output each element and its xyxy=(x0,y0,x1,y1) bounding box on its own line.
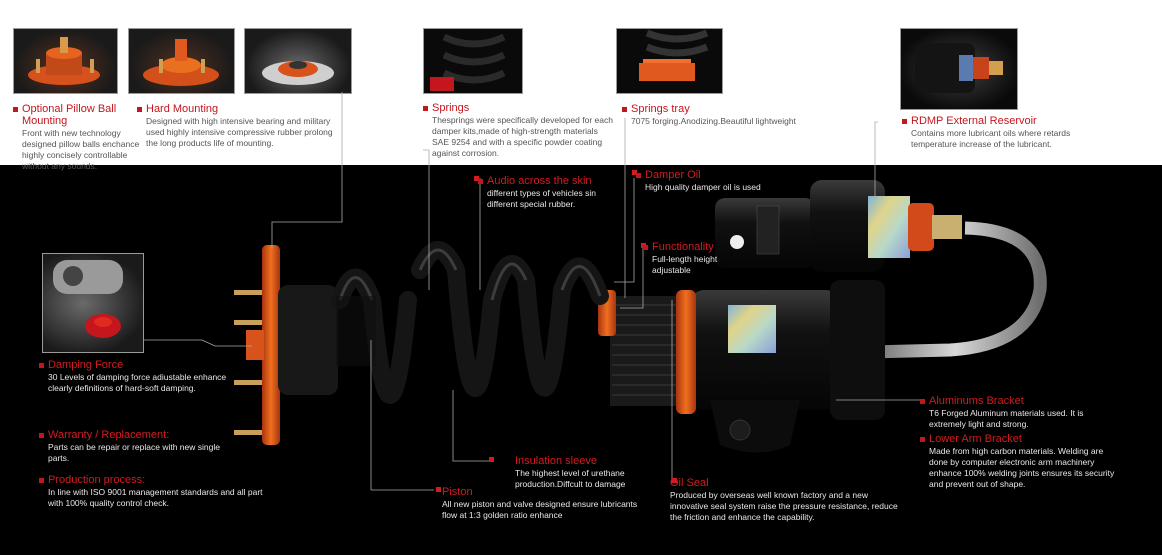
ann-desc: Front with new technology designed pillo… xyxy=(22,128,140,171)
ann-title: Warranty / Replacement: xyxy=(48,429,170,441)
lower-arm-bracket xyxy=(710,400,800,453)
ann-title: Insulation sleeve xyxy=(515,455,597,467)
ann-desc: Thesprings were specifically developed f… xyxy=(432,115,613,158)
body-hologram xyxy=(728,305,776,353)
ann-desc: Made from high carbon materials. Welding… xyxy=(929,446,1115,489)
coil-spring xyxy=(331,241,609,404)
lower-bracket-body xyxy=(830,280,885,420)
ann-piston: Piston All new piston and valve designed… xyxy=(442,486,642,521)
ann-desc: The highest level of urethane production… xyxy=(515,468,626,489)
ann-title: Oil Seal xyxy=(670,477,709,489)
ann-aluminum-bracket: Aluminums Bracket T6 Forged Aluminum mat… xyxy=(920,395,1120,430)
r-logo xyxy=(730,235,744,249)
ann-desc: 30 Levels of damping force adiustable en… xyxy=(48,372,227,393)
ann-production: Production process: In line with ISO 900… xyxy=(39,474,279,509)
ann-title: Hard Mounting xyxy=(146,103,219,115)
ann-desc: Contains more lubricant oils where retar… xyxy=(911,128,1071,149)
ann-oil-seal: Oil Seal Produced by overseas well known… xyxy=(670,477,900,523)
ann-desc: In line with ISO 9001 management standar… xyxy=(48,487,263,508)
braided-hose xyxy=(869,221,1047,359)
ann-desc: Parts can be repair or replace with new … xyxy=(48,442,220,463)
ann-title: RDMP External Reservoir xyxy=(911,115,1037,127)
ann-title: Production process: xyxy=(48,474,146,486)
ann-desc: T6 Forged Aluminum materials used. It is… xyxy=(929,408,1084,429)
ann-title: Audio across the skin xyxy=(487,175,592,187)
ann-hard-mounting: Hard Mounting Designed with high intensi… xyxy=(137,103,337,149)
ann-title: Optional Pillow Ball Mounting xyxy=(22,103,117,127)
ann-title: Piston xyxy=(442,486,473,498)
ann-desc: 7075 forging.Anodizing.Beautiful lightwe… xyxy=(631,116,796,126)
ann-springs: Springs Thesprings were specifically dev… xyxy=(423,102,613,159)
thumb-pillow-ball xyxy=(13,28,118,94)
ann-lower-arm-bracket: Lower Arm Bracket Made from high carbon … xyxy=(920,433,1120,490)
ann-functionality: Functionality Full-length height adjusta… xyxy=(643,241,733,276)
ann-desc: different types of vehicles sin differen… xyxy=(487,188,596,209)
ann-pillow-ball: Optional Pillow Ball Mounting Front with… xyxy=(13,103,141,172)
ann-springs-tray: Springs tray 7075 forging.Anodizing.Beau… xyxy=(622,103,842,127)
ann-audio-skin: Audio across the skin different types of… xyxy=(478,175,618,210)
reservoir-knob xyxy=(908,203,934,251)
thumb-damping-knob xyxy=(42,253,144,353)
warning-label xyxy=(756,205,780,255)
reservoir-hologram xyxy=(868,196,910,258)
damping-knob xyxy=(246,330,264,360)
ann-title: Springs xyxy=(432,102,470,114)
thumb-mount-2 xyxy=(244,28,352,94)
ann-desc: Full-length height adjustable xyxy=(652,254,718,275)
ann-damper-oil: Damper Oil High quality damper oil is us… xyxy=(636,169,786,193)
ann-rdmp: RDMP External Reservoir Contains more lu… xyxy=(902,115,1092,150)
thumb-springs xyxy=(423,28,523,94)
ann-title: Damping Force xyxy=(48,359,124,371)
lower-lock-ring xyxy=(676,290,696,414)
ann-title: Lower Arm Bracket xyxy=(929,433,1022,445)
ann-insulation-sleeve: Insulation sleeve The highest level of u… xyxy=(515,455,655,490)
ann-damping-force: Damping Force 30 Levels of damping force… xyxy=(39,359,239,394)
ann-title: Damper Oil xyxy=(645,169,701,181)
ann-desc: Designed with high intensive bearing and… xyxy=(146,116,333,148)
thumb-hard-mount xyxy=(128,28,235,94)
ann-title: Springs tray xyxy=(631,103,690,115)
top-mount-hat xyxy=(278,285,338,395)
ann-desc: Produced by overseas well known factory … xyxy=(670,490,898,522)
ann-warranty: Warranty / Replacement: Parts can be rep… xyxy=(39,429,239,464)
ann-desc: All new piston and valve designed ensure… xyxy=(442,499,638,520)
ann-desc: High quality damper oil is used xyxy=(645,182,761,192)
ann-title: Functionality xyxy=(652,241,714,253)
thumb-reservoir xyxy=(900,28,1018,110)
top-mount-plate xyxy=(262,245,280,445)
reservoir-cap xyxy=(810,180,885,272)
ann-title: Aluminums Bracket xyxy=(929,395,1024,407)
reservoir-fitting xyxy=(932,215,962,239)
thumb-spring-tray xyxy=(616,28,723,94)
